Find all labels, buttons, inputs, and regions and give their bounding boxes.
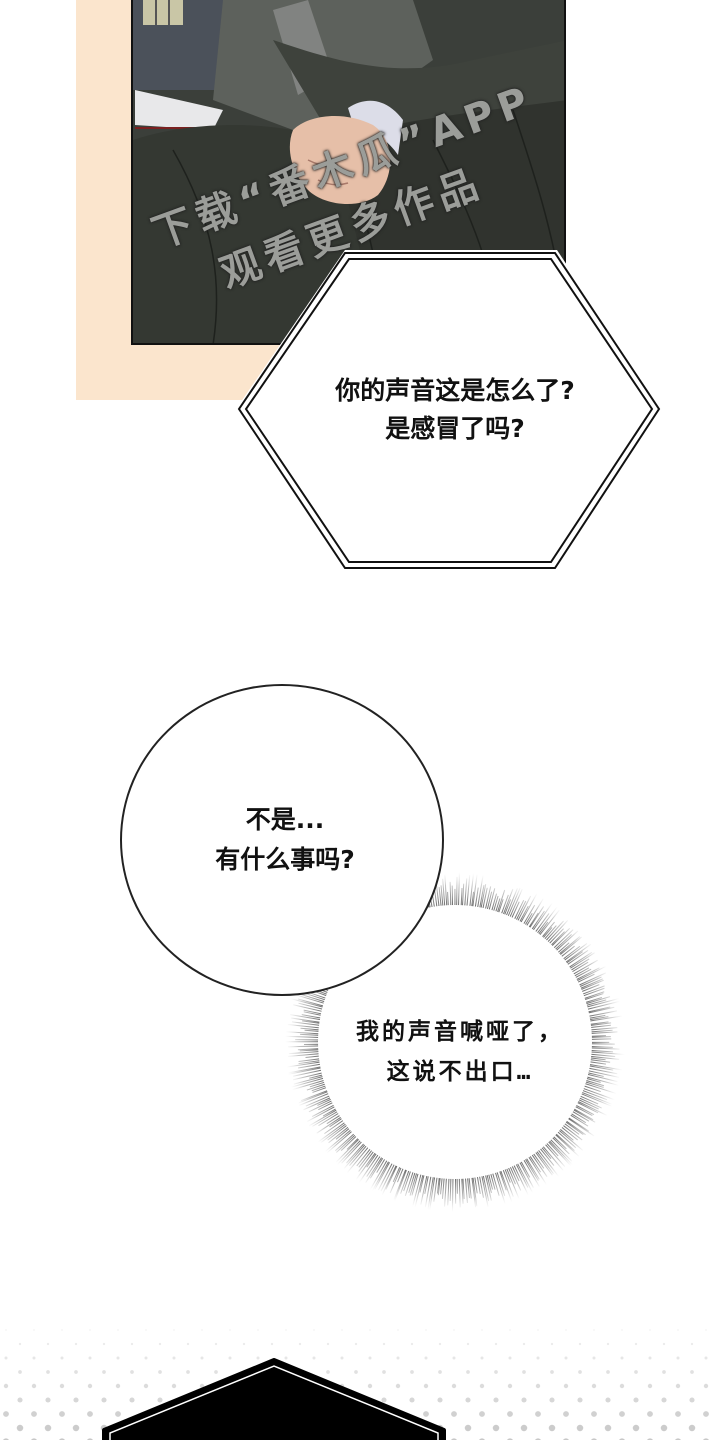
burst-bubble-text: 我的声音喊哑了， 这说不出口… [320,1012,600,1092]
burst-bubble-line-2: 这说不出口… [320,1052,600,1092]
circle-bubble-line-2: 有什么事吗? [150,840,420,880]
burst-bubble-line-1: 我的声音喊哑了， [320,1012,600,1052]
circle-bubble-line-1: 不是... [150,800,420,840]
circle-bubble-text: 不是... 有什么事吗? [150,800,420,880]
